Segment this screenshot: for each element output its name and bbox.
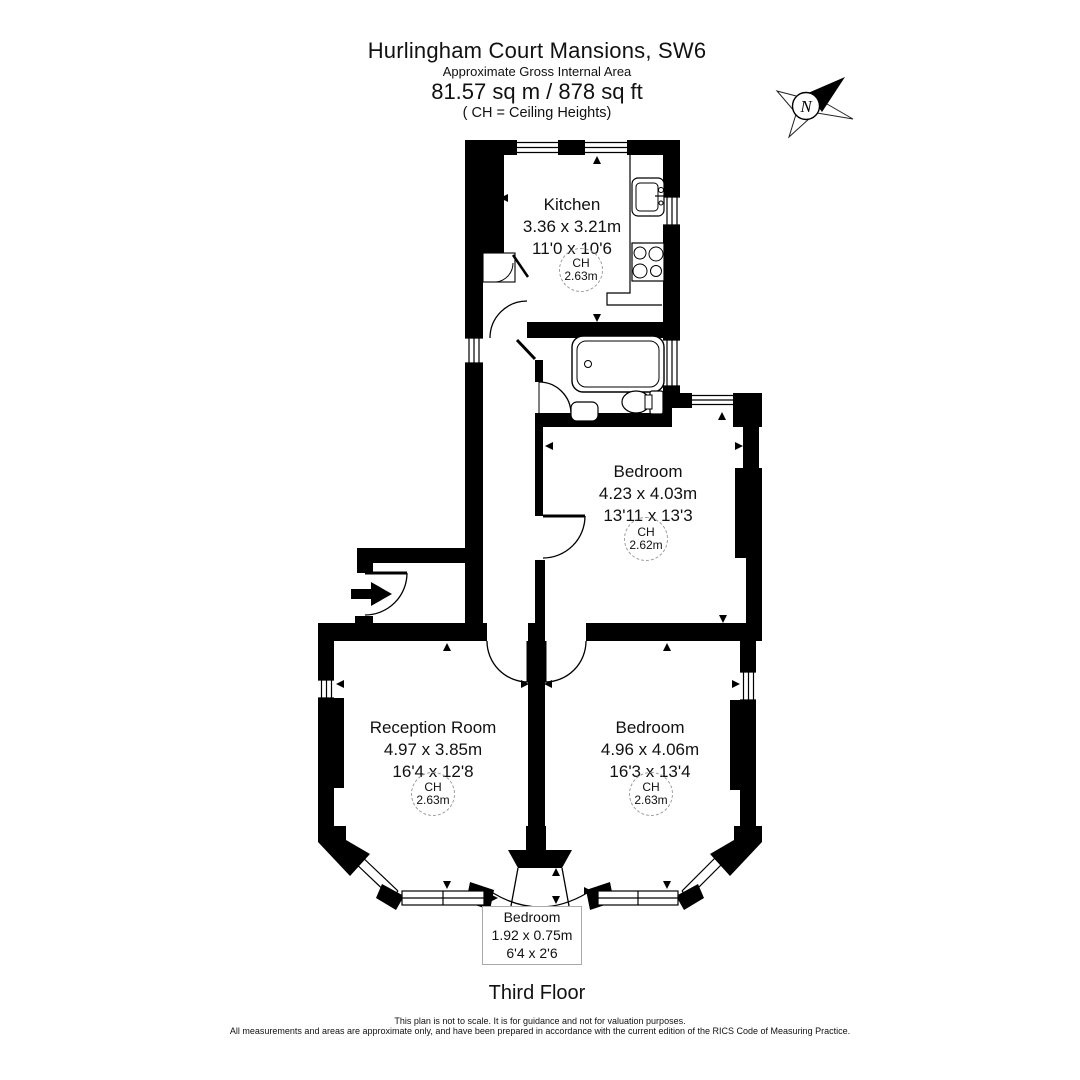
room-name: Bedroom: [615, 718, 685, 737]
ch-value: 2.63m: [416, 793, 450, 807]
arrow-midbed-left: [545, 442, 553, 450]
kitchen-window-2: [585, 141, 627, 154]
room-name: Bedroom: [613, 462, 683, 481]
page-title: Hurlingham Court Mansions, SW6: [367, 38, 707, 63]
floor-label: Third Floor: [488, 982, 586, 1004]
middle-bedroom-label: Bedroom 4.23 x 4.03m 13'11 x 13'3: [599, 461, 697, 527]
kitchen-side-window: [663, 196, 680, 226]
reception-room-label: Reception Room 4.97 x 3.85m 16'4 x 12'8: [370, 717, 497, 783]
room-size-metric: 3.36 x 3.21m: [522, 217, 622, 236]
reception-door: [486, 640, 530, 683]
room-size-imperial: 13'11 x 13'3: [603, 506, 693, 525]
doors: [364, 252, 587, 683]
toilet-icon: [621, 390, 664, 415]
total-area: 81.57 sq m / 878 sq ft: [431, 79, 643, 104]
bay-window-left: [351, 852, 485, 906]
bath-side-window: [663, 339, 680, 387]
ch-note: ( CH = Ceiling Heights): [462, 105, 612, 121]
bath-icon: [571, 335, 665, 393]
room-name: Reception Room: [369, 718, 497, 737]
arrow-balcony-down: [552, 896, 560, 904]
arrow-kitchen-up: [593, 156, 601, 164]
arrow-kitchen-down: [593, 314, 601, 322]
room-size-metric: 4.23 x 4.03m: [598, 484, 698, 503]
ch-label: CH: [424, 780, 442, 794]
lower-bedroom-ch-circle: CH 2.63m: [629, 772, 673, 816]
small-bedroom-label-box: Bedroom 1.92 x 0.75m 6'4 x 2'6: [482, 906, 582, 965]
ch-label: CH: [572, 256, 590, 270]
measurement-arrows: [336, 156, 743, 904]
reception-ch-circle: CH 2.63m: [411, 772, 455, 816]
lower-bedroom-label: Bedroom 4.96 x 4.06m 16'3 x 13'4: [601, 717, 699, 783]
arrow-lowbed-right: [732, 680, 740, 688]
arrow-lowbed-left: [544, 680, 552, 688]
arrow-reception-left: [336, 680, 344, 688]
arrow-balcony-left-corner: [490, 894, 498, 902]
room-name: Kitchen: [543, 195, 601, 214]
kitchen-ch-circle: CH 2.63m: [559, 248, 603, 292]
arrow-lowbed-up: [663, 643, 671, 651]
arrow-midbed-right: [735, 442, 743, 450]
walls: [318, 140, 762, 910]
kitchen-counter-line: [606, 155, 662, 306]
arrow-midbed-up: [718, 412, 726, 420]
north-arrow: N: [775, 77, 854, 139]
reception-side-window: [318, 679, 334, 699]
north-label: N: [799, 97, 813, 116]
room-size-metric: 4.97 x 3.85m: [383, 740, 483, 759]
middle-bedroom-door: [542, 514, 586, 559]
arrow-reception-right: [521, 680, 529, 688]
disclaimer-line2: All measurements and areas are approxima…: [229, 1026, 851, 1036]
hall-side-window: [465, 337, 483, 364]
arrow-kitchen-left: [500, 194, 508, 202]
room-size-metric: 4.96 x 4.06m: [600, 740, 700, 759]
windows: [318, 141, 756, 906]
kitchen-door: [489, 300, 537, 361]
front-door: [364, 571, 408, 616]
disclaimer-line1: This plan is not to scale. It is for gui…: [394, 1016, 686, 1026]
bedroom-top-window: [692, 394, 733, 406]
bedroom-side-window: [740, 671, 756, 701]
ch-label: CH: [642, 780, 660, 794]
arrow-reception-up: [443, 643, 451, 651]
basin-icon: [570, 401, 599, 425]
ch-value: 2.63m: [634, 793, 668, 807]
entrance-arrow: [351, 582, 392, 606]
ch-value: 2.62m: [629, 538, 663, 552]
arrow-lowbed-down: [663, 881, 671, 889]
room-name: Bedroom: [503, 909, 561, 925]
bathroom-door: [538, 381, 572, 415]
hob-icon: [631, 242, 665, 282]
fixtures: [570, 155, 667, 425]
arrow-balcony-up: [552, 868, 560, 876]
bay-window-right: [597, 850, 729, 906]
middle-bedroom-ch-circle: CH 2.62m: [624, 517, 668, 561]
ch-value: 2.63m: [564, 269, 598, 283]
room-size-imperial: 16'4 x 12'8: [392, 762, 474, 781]
kitchen-window-1: [517, 141, 558, 154]
kitchen-sink-icon: [631, 177, 667, 217]
arrow-balcony-right-corner: [584, 887, 592, 895]
balcony-outline: [492, 867, 588, 908]
arrow-midbed-down: [719, 615, 727, 623]
room-size-imperial: 6'4 x 2'6: [506, 945, 558, 961]
room-size-metric: 1.92 x 0.75m: [491, 927, 573, 943]
page-subtitle: Approximate Gross Internal Area: [442, 64, 632, 79]
ch-label: CH: [637, 525, 655, 539]
lower-bedroom-door: [543, 640, 587, 683]
arrow-reception-down: [443, 881, 451, 889]
room-size-imperial: 16'3 x 13'4: [609, 762, 691, 781]
kitchen-cupboard: [482, 252, 530, 283]
